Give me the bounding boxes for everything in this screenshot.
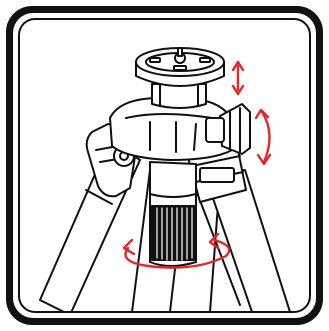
head-neck bbox=[151, 83, 207, 109]
mounting-plate bbox=[135, 47, 225, 87]
center-column bbox=[149, 161, 197, 267]
card-inner-border bbox=[18, 18, 311, 313]
double-headed-vertical-arrow-icon bbox=[231, 60, 245, 96]
head-lock-knob bbox=[205, 103, 251, 155]
circular-rotation-arrow-icon bbox=[122, 232, 231, 269]
curved-rotation-arrow-icon bbox=[254, 108, 272, 166]
